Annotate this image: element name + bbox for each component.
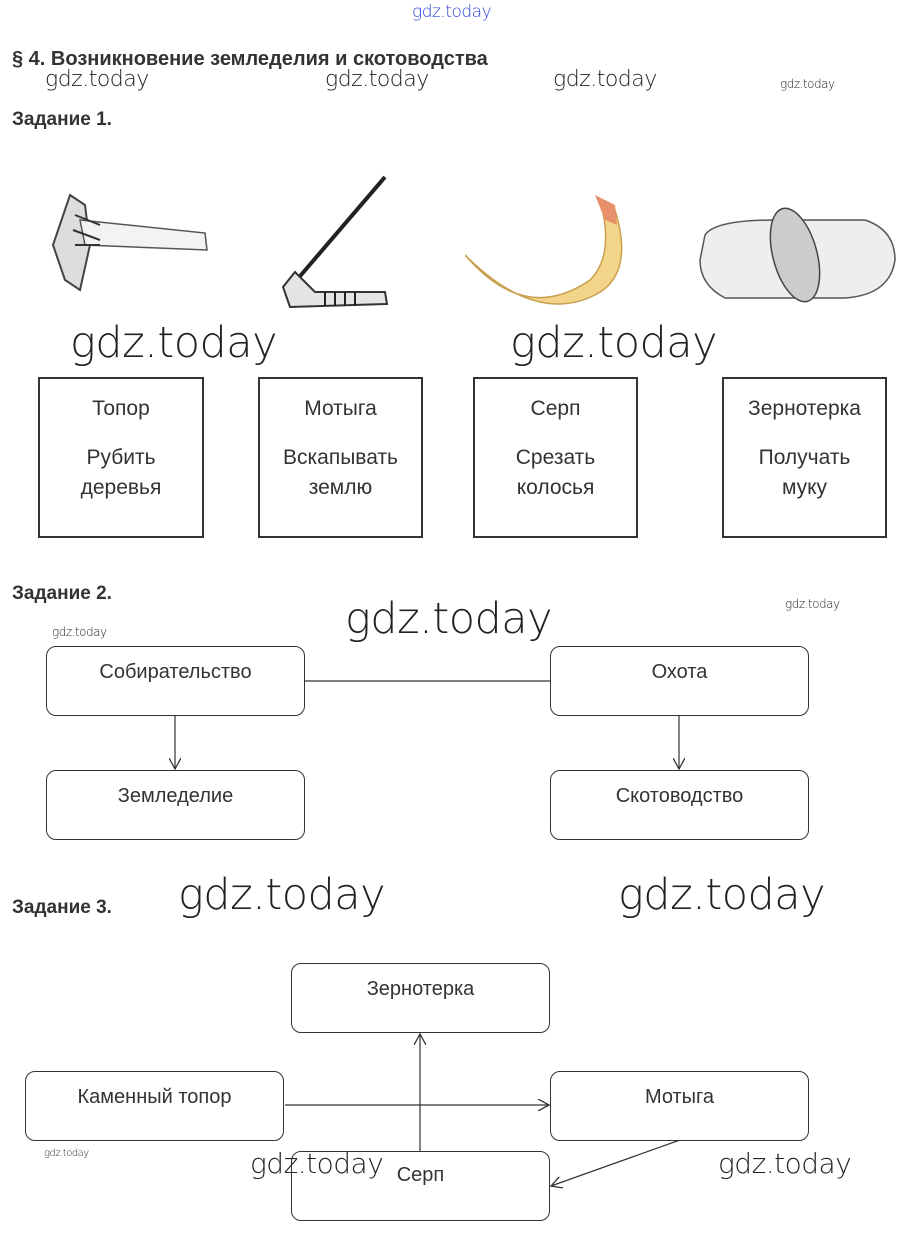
tool-name: Мотыга xyxy=(304,397,377,420)
watermark: gdz.today xyxy=(70,318,278,368)
watermark: gdz.today xyxy=(780,77,835,91)
tool-use: Рубить xyxy=(86,446,156,469)
watermark: gdz.today xyxy=(345,594,553,644)
watermark: gdz.today xyxy=(325,67,429,92)
watermark: gdz.today xyxy=(45,67,149,92)
node-herding: Скотоводство xyxy=(550,770,809,840)
node-stone-axe: Каменный топор xyxy=(25,1071,284,1141)
tool-use: Вскапывать xyxy=(283,446,398,469)
watermark: gdz.today xyxy=(250,1147,384,1180)
node-sickle: Серп xyxy=(291,1151,550,1221)
tool-use: деревья xyxy=(80,476,162,499)
task1-heading: Задание 1. xyxy=(12,109,112,130)
sickle-icon xyxy=(465,195,623,305)
node-hoe: Мотыга xyxy=(550,1071,809,1141)
node-grinder: Зернотерка xyxy=(291,963,550,1033)
arrow xyxy=(551,1139,681,1186)
tool-name: Серп xyxy=(530,397,581,420)
tool-use: колосья xyxy=(516,476,595,499)
stone-axe-icon xyxy=(51,193,208,292)
tool-use: землю xyxy=(308,476,373,499)
node-gathering: Собирательство xyxy=(46,646,305,716)
tool-use: Срезать xyxy=(515,446,596,469)
tool-use: Получать xyxy=(758,446,851,469)
tool-use: муку xyxy=(781,476,828,499)
hoe-icon xyxy=(281,175,389,309)
grain-grinder-icon xyxy=(699,207,896,303)
watermark: gdz.today xyxy=(412,2,492,22)
watermark: gdz.today xyxy=(785,597,840,611)
watermark: gdz.today xyxy=(52,625,107,639)
node-farming: Земледелие xyxy=(46,770,305,840)
tool-card-grinder: Зернотерка Получать муку xyxy=(722,377,887,538)
watermark: gdz.today xyxy=(510,318,718,368)
watermark: gdz.today xyxy=(718,1147,852,1180)
watermark: gdz.today xyxy=(553,67,657,92)
tool-name: Топор xyxy=(92,397,150,420)
watermark: gdz.today xyxy=(618,870,826,920)
task3-heading: Задание 3. xyxy=(12,897,112,918)
page-title: § 4. Возникновение земледелия и скотовод… xyxy=(12,48,488,70)
tool-card-hoe: Мотыга Вскапывать землю xyxy=(258,377,423,538)
tool-card-sickle: Серп Срезать колосья xyxy=(473,377,638,538)
watermark: gdz.today xyxy=(178,870,386,920)
tool-name: Зернотерка xyxy=(748,397,861,420)
tool-card-axe: Топор Рубить деревья xyxy=(38,377,204,538)
watermark: gdz.today xyxy=(44,1148,89,1159)
task2-heading: Задание 2. xyxy=(12,583,112,604)
node-hunting: Охота xyxy=(550,646,809,716)
